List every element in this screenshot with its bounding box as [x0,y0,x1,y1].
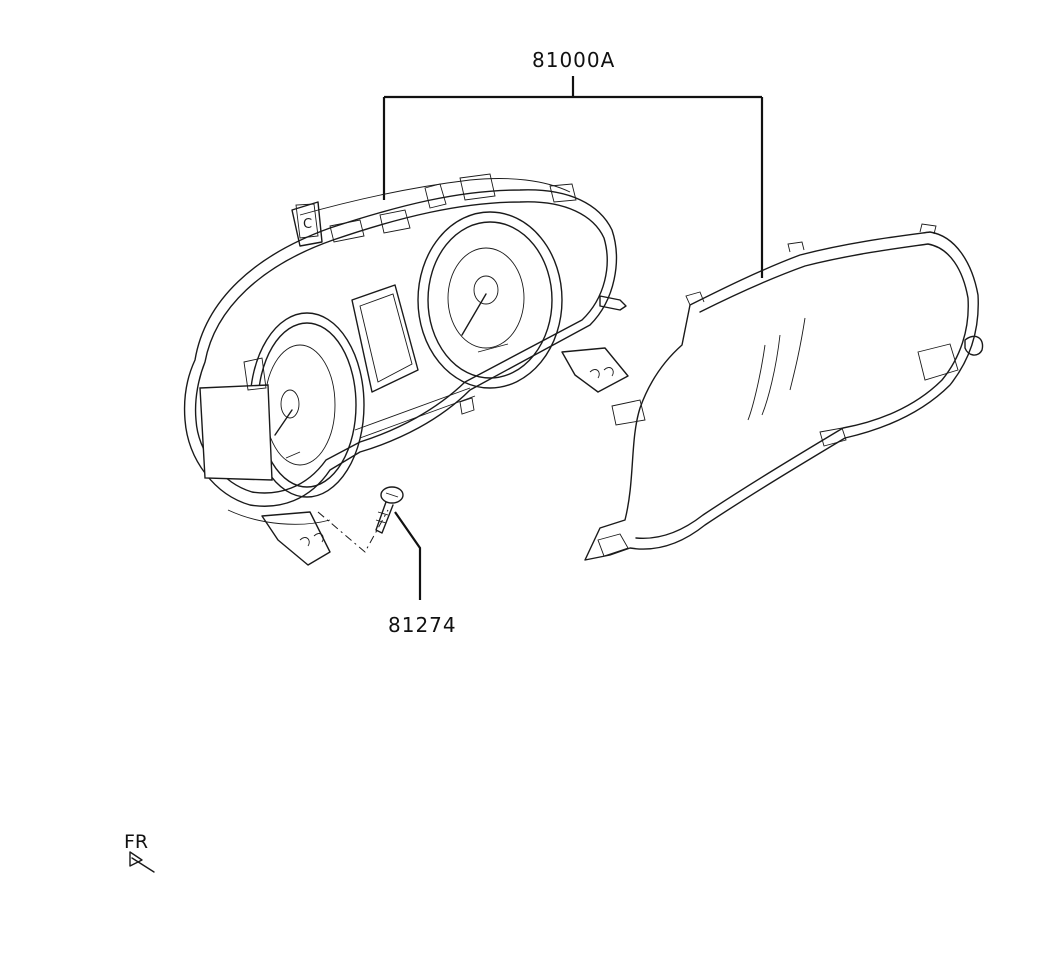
cluster-assembly-icon: C [183,173,629,566]
cluster-lens-cover-icon [584,223,984,561]
screw-callout-label: 81274 [388,613,457,637]
screw-leader-line [394,511,422,600]
svg-text:C: C [303,217,312,232]
assembly-leader-bracket [382,76,764,278]
assembly-callout-label: 81000A [532,48,616,72]
screw-position-line [317,509,389,553]
front-arrow-icon [129,851,155,873]
front-marker-label: FR [124,831,149,853]
screw-icon [375,486,404,534]
